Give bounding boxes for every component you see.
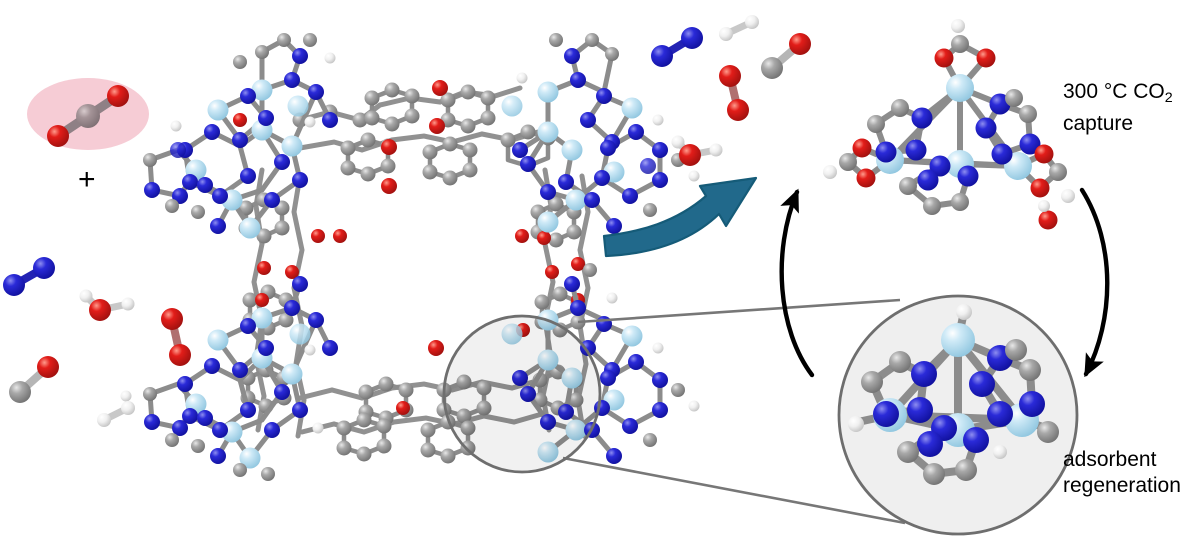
gas-mixture-left xyxy=(3,257,191,427)
capture-label-line1: 300 °C CO xyxy=(1063,80,1165,103)
molecule-o2 xyxy=(161,308,191,366)
regeneration-label-line2: regeneration xyxy=(1063,474,1181,497)
gas-release-arrow[interactable] xyxy=(602,176,758,258)
regeneration-label-line1: adsorbent xyxy=(1063,448,1157,471)
mof-node-top-right xyxy=(501,33,700,234)
capture-label: 300 °C CO2 capture xyxy=(1063,79,1173,137)
bound-co2-oxygens xyxy=(852,48,1058,230)
molecule-co xyxy=(761,33,811,79)
molecule-n2 xyxy=(3,257,55,296)
molecule-h2o xyxy=(671,135,723,166)
molecule-h2o xyxy=(79,289,135,321)
gas-mixture-released xyxy=(651,15,811,166)
regeneration-arrow xyxy=(1079,187,1110,378)
bare-cluster-magnified xyxy=(837,294,1079,536)
regeneration-label: adsorbent regeneration xyxy=(1063,447,1181,499)
co2-molecule-highlighted xyxy=(47,85,129,147)
molecule-o2 xyxy=(719,65,749,121)
molecule-h2 xyxy=(97,401,135,427)
mof-framework xyxy=(120,33,700,481)
molecule-co xyxy=(9,356,59,403)
capture-label-subscript: 2 xyxy=(1164,89,1173,106)
mof-oxygen-atoms xyxy=(233,80,585,415)
node-highlight-circle[interactable] xyxy=(442,314,602,474)
plus-symbol: + xyxy=(78,163,96,196)
magnifier-connector xyxy=(562,298,906,525)
mof-node-bottom-right xyxy=(501,263,700,464)
mof-node-top-left xyxy=(143,33,338,239)
molecule-n2 xyxy=(651,27,703,67)
molecule-h2 xyxy=(719,15,759,41)
capture-arrow xyxy=(779,188,815,378)
capture-label-line2: capture xyxy=(1063,111,1134,135)
co2-loaded-cluster xyxy=(823,19,1075,230)
mof-node-bottom-left xyxy=(120,276,338,481)
